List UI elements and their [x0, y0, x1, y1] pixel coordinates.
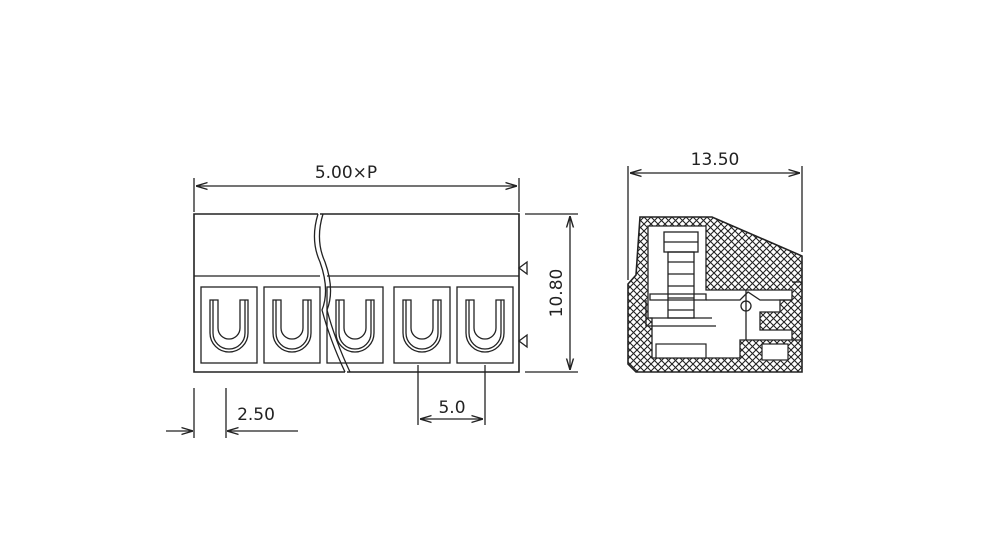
dimension-pitch: 5.0 — [417, 365, 486, 425]
terminal-well — [393, 286, 451, 364]
edge-offset-label: 2.50 — [237, 405, 275, 425]
front-view — [193, 213, 528, 373]
pitch-label: 5.0 — [438, 398, 465, 418]
side-view — [627, 216, 803, 373]
terminal-well — [456, 286, 514, 364]
dimension-height: 10.80 — [525, 213, 578, 373]
dimension-edge-offset: 2.50 — [166, 388, 298, 438]
dimension-depth: 13.50 — [627, 150, 803, 280]
terminal-well — [200, 286, 258, 364]
terminal-well — [263, 286, 321, 364]
overall-width-label: 5.00×P — [315, 163, 377, 183]
dimension-overall-width: 5.00×P — [193, 163, 520, 212]
height-label: 10.80 — [547, 269, 567, 318]
terminal-well — [326, 286, 384, 364]
depth-label: 13.50 — [691, 150, 740, 170]
